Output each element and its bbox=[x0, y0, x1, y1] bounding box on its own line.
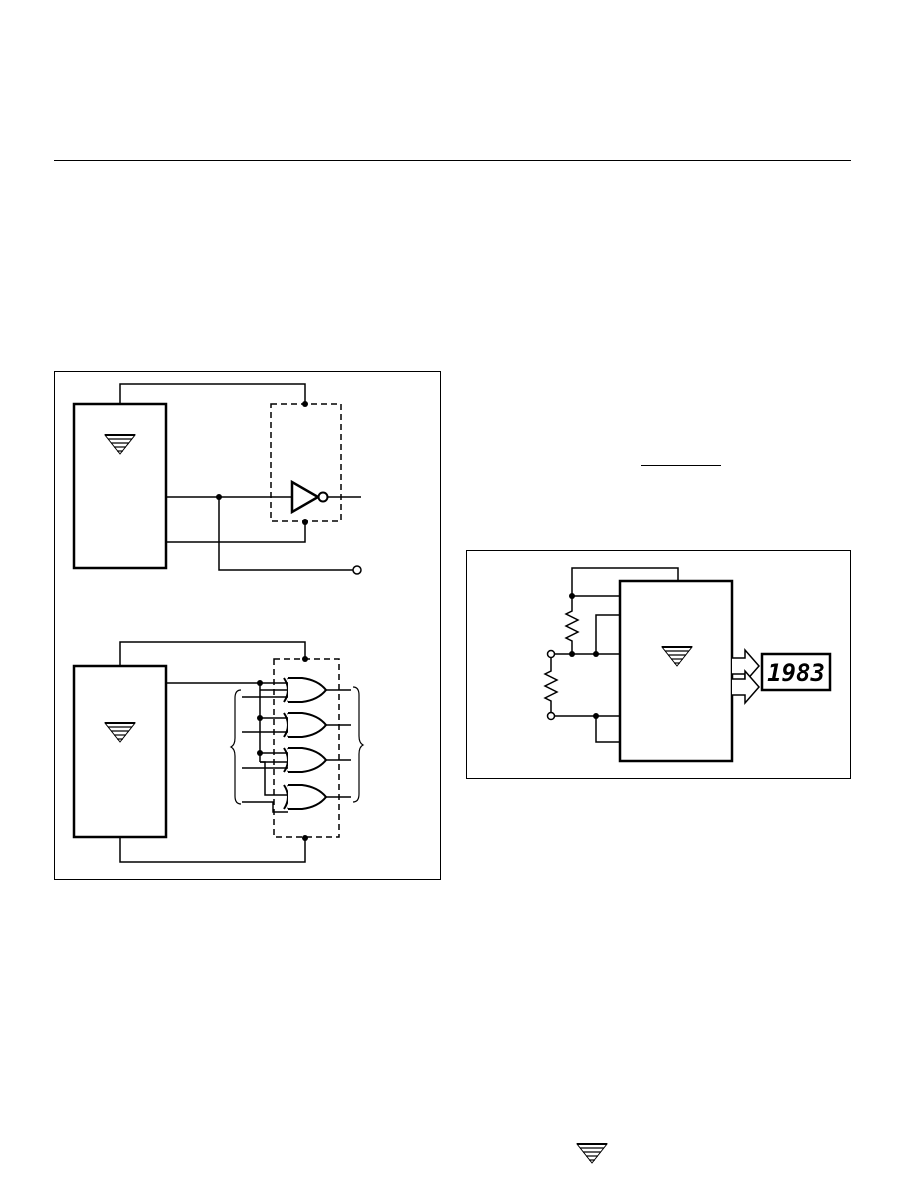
resistor-icon bbox=[564, 596, 580, 654]
header-rule bbox=[54, 160, 851, 161]
output-brace bbox=[352, 686, 365, 803]
circuit-figure-left bbox=[54, 371, 441, 880]
circuit-diagram-right: 1983 bbox=[543, 567, 832, 763]
xor-gate-icon bbox=[283, 677, 327, 703]
circuit-figure-right: 1983 bbox=[466, 550, 851, 779]
overline-rule bbox=[641, 465, 721, 466]
inverter-gate-icon bbox=[290, 479, 329, 515]
display-readout: 1983 bbox=[767, 659, 825, 687]
xor-gate-icon bbox=[283, 747, 327, 773]
ic-block-display-driver bbox=[618, 579, 734, 763]
output-terminal bbox=[352, 565, 362, 575]
input-brace bbox=[229, 689, 242, 805]
bus-arrow-icon bbox=[732, 669, 760, 705]
footer-logo bbox=[576, 1141, 608, 1165]
ic-block-bottom bbox=[72, 664, 168, 839]
terminal-bottom bbox=[546, 711, 556, 721]
terminal-top bbox=[546, 649, 556, 659]
circuit-diagram-left bbox=[72, 383, 365, 863]
ic-block-top bbox=[72, 402, 168, 570]
maxim-logo-icon bbox=[576, 1143, 608, 1164]
resistor-icon bbox=[543, 658, 559, 712]
xor-gate-icon bbox=[283, 712, 327, 738]
display-module bbox=[760, 652, 832, 692]
xor-gate-icon bbox=[283, 784, 327, 810]
